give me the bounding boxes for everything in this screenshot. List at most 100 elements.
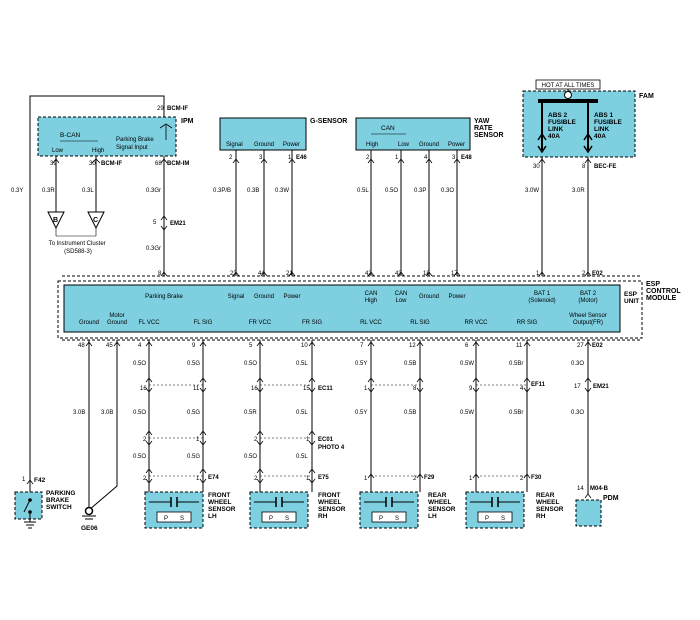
wire-0-3gr: 0.3Gr [146, 188, 161, 194]
wire-0-3pb: 0.3P/B [213, 188, 231, 194]
wire-0-3r: 0.3R [42, 188, 55, 194]
yaw-high: High [366, 142, 378, 148]
parking-brake-switch: 1 F42 PARKING BRAKE SWITCH [14, 477, 76, 529]
rr-pin-4: 4 [520, 386, 524, 392]
ipm-high: High [92, 148, 104, 154]
lower-wires [29, 340, 589, 510]
esp-bottom-label-5: FR SIG [302, 320, 322, 326]
fuse-abs2-label: ABS 2 FUSIBLE LINK 40A [548, 112, 578, 140]
esp-module: ESP CONTROL MODULE ESP UNIT [57, 275, 681, 341]
fr-pin-1b: 1 [306, 476, 310, 482]
f29-label: F29 [424, 475, 435, 481]
e75-label: E75 [318, 475, 329, 481]
em21-label: EM21 [170, 221, 186, 227]
gsensor-ground: Ground [254, 142, 274, 148]
ipm-label: IPM [181, 118, 194, 125]
fl-wire-2a: 0.5O [133, 410, 146, 416]
yaw-connector: E48 [461, 155, 472, 161]
rl-wire-2a: 0.5Y [355, 410, 367, 416]
yaw-label: YAW RATE SENSOR [474, 118, 504, 139]
rl-pin-8: 8 [413, 386, 417, 392]
wire-0-5l: 0.5L [357, 188, 369, 194]
sensor-p-fr: P [269, 516, 273, 522]
fr-pin-2: 2 [254, 437, 258, 443]
fr-pin-16: 16 [251, 386, 258, 392]
esp-bottom-pin-2: 4 [138, 343, 142, 349]
wire-3-0b-b: 3.0B [101, 410, 113, 416]
f30-label: F30 [531, 475, 542, 481]
esp-top-pins: Parking Brake8Signal23Ground44Power21CAN… [145, 271, 598, 304]
rl-wire-2b: 0.5B [404, 410, 416, 416]
e74-label: E74 [208, 475, 219, 481]
esp-top-label-8: BAT 1(Solenoid) [528, 291, 555, 304]
esp-top-label-2: Ground [254, 294, 274, 300]
yaw-pin-2: 2 [366, 155, 370, 161]
ge06-label: GE06 [81, 525, 98, 532]
esp-bottom-pin-9: 11 [516, 343, 523, 349]
wire-0-3b: 0.3B [247, 188, 259, 194]
ge06-ground: GE06 [81, 465, 118, 532]
esp-unit-label: ESP UNIT [624, 291, 639, 305]
esp-top-pin-7: 17 [451, 271, 458, 277]
yaw-ground: Ground [419, 142, 439, 148]
esp-bottom-pin-8: 6 [465, 343, 469, 349]
cluster-connectors: B C To Instrument Cluster (SD588-3) [47, 211, 106, 255]
esp-top-pin-1: 23 [230, 271, 237, 277]
esp-bottom-pin-7: 12 [409, 343, 416, 349]
sensor-s-rl: S [395, 516, 399, 522]
lower-chevrons [145, 377, 592, 484]
wire-0-3o: 0.3O [441, 188, 454, 194]
fam-pin-30: 30 [533, 164, 540, 170]
fr-pin-2b: 2 [254, 476, 258, 482]
ec11-label: EC11 [318, 386, 333, 392]
ipm-pin-30: 30 [89, 161, 96, 167]
rl-pin-2b: 2 [413, 476, 417, 482]
ipm-bcm-im: BCM-IM [167, 161, 189, 167]
esp-bottom-label-8: RR VCC [464, 320, 488, 326]
yaw-low: Low [398, 142, 410, 148]
wire-3-0w: 3.0W [525, 188, 539, 194]
gsensor-connector: E46 [296, 155, 307, 161]
ipm-pin-68: 68 [155, 161, 162, 167]
gsensor-pin-3: 3 [259, 155, 263, 161]
ipm-low: Low [52, 148, 64, 154]
esp-bottom-label-9: RR SIG [517, 320, 538, 326]
sensor-p-rl: P [379, 516, 383, 522]
fam-block: HOT AT ALL TIMES FAM ABS 2 FUSIBLE LINK … [522, 79, 654, 170]
esp-bottom-pin-6: 7 [360, 343, 364, 349]
yaw-power: Power [448, 142, 465, 148]
sensor-s-fl: S [180, 516, 184, 522]
esp-bottom-pin-10: 27 [577, 343, 584, 349]
fl-pin-1: 1 [196, 437, 200, 443]
em21-pin-5: 5 [153, 220, 157, 226]
ws-pin-17: 17 [574, 384, 581, 390]
esp-top-pin-8: 1 [536, 271, 540, 277]
rl-pin-1b: 1 [364, 476, 368, 482]
parking-switch-box [14, 491, 43, 520]
yaw-pin-3: 3 [452, 155, 456, 161]
upper-wires [29, 95, 589, 477]
lower-dashed-links [149, 384, 527, 477]
fl-wire-1b: 0.5G [187, 361, 200, 367]
fr-wire-3b: 0.5L [296, 454, 308, 460]
em21-label-2: EM21 [593, 384, 609, 390]
upper-wire-labels: 0.3Y 0.3R 0.3L 0.3Gr 0.3P/B 0.3B 0.3W 0.… [11, 188, 585, 252]
esp-bottom-label-6: RL VCC [360, 320, 382, 326]
fr-wire-1b: 0.5L [296, 361, 308, 367]
esp-bottom-label-2: FL VCC [138, 320, 160, 326]
wire-3-0b-a: 3.0B [73, 410, 85, 416]
ipm-bcan: B-CAN [60, 132, 81, 139]
esp-bottom-label-4: FR VCC [249, 320, 272, 326]
esp-bottom-label-7: RL SIG [410, 320, 430, 326]
parking-pin: 1 [22, 477, 26, 483]
hot-label: HOT AT ALL TIMES [542, 83, 595, 89]
fl-wire-1a: 0.5O [133, 361, 146, 367]
sensor-s-fr: S [285, 516, 289, 522]
ec01-label: EC01 [318, 437, 334, 443]
